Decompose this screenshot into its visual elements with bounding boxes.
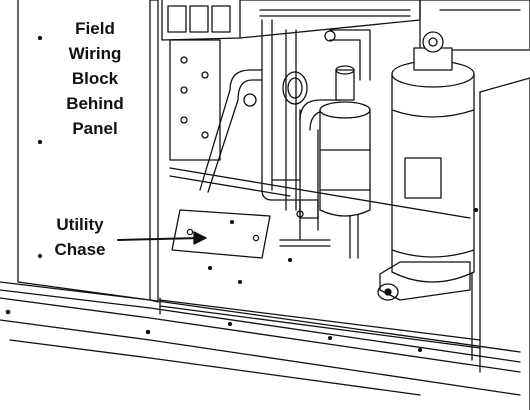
utility-chase-plate	[171, 209, 271, 259]
small-compressor	[319, 65, 371, 217]
top-contactor-strip	[161, 0, 530, 51]
utility-chase-leader	[117, 231, 207, 245]
left-side-panel	[17, 0, 159, 303]
callout-line: Utility	[56, 215, 104, 234]
callout-line: Chase	[54, 240, 106, 259]
callout-line: Panel	[72, 119, 118, 138]
callout-line: Field	[75, 19, 115, 38]
utility-chase-callout: Utility Chase	[30, 212, 130, 262]
floor-details	[169, 167, 471, 285]
callout-line: Wiring	[68, 44, 122, 63]
callout-line: Behind	[66, 94, 124, 113]
base-frame	[0, 281, 521, 396]
right-side-panel	[471, 77, 530, 410]
field-wiring-callout: Field Wiring Block Behind Panel	[40, 16, 150, 141]
mounting-bracket	[169, 39, 221, 161]
large-compressor	[377, 31, 475, 301]
callout-line: Block	[71, 69, 119, 88]
